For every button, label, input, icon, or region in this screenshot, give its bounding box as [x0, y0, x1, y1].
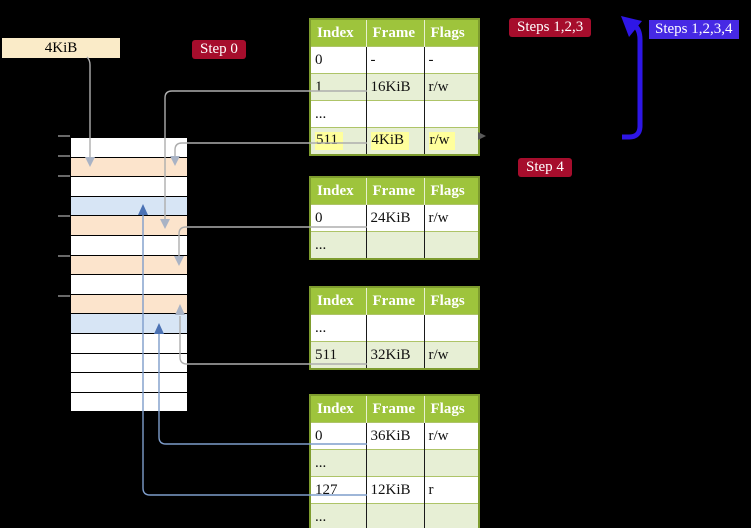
memory-frame-row-white: [70, 372, 188, 392]
table-row: ...: [310, 503, 479, 528]
big-loop-arrow: [622, 22, 643, 140]
table-row: ...: [310, 449, 479, 477]
cell-flags: [424, 100, 479, 128]
cell-frame: 4KiB: [366, 127, 425, 155]
cell-flags: -: [424, 46, 479, 74]
cell-flags: [424, 449, 479, 477]
column-header-flags: Flags: [424, 177, 479, 205]
column-header-frame: Frame: [366, 19, 425, 47]
cell-flags: r/w: [424, 204, 479, 232]
memory-frame-row-white: [70, 332, 188, 353]
memory-frame-row-orange: [70, 156, 188, 177]
step-0-label: Step 0: [192, 40, 246, 59]
cell-index: 127: [310, 476, 367, 504]
cell-frame: [366, 314, 425, 342]
cell-frame: [366, 503, 425, 528]
cell-index: 0: [310, 46, 367, 74]
cell-frame: [366, 231, 425, 259]
cell-index: ...: [310, 314, 367, 342]
column-header-index: Index: [310, 395, 367, 423]
cell-frame: 24KiB: [366, 204, 425, 232]
cell-flags: r/w: [424, 422, 479, 450]
cell-flags: r/w: [424, 127, 479, 155]
column-header-frame: Frame: [366, 177, 425, 205]
cell-index: ...: [310, 100, 367, 128]
column-header-index: Index: [310, 19, 367, 47]
cell-flags: [424, 503, 479, 528]
highlighted-value: 511: [315, 132, 343, 150]
cell-frame: 16KiB: [366, 73, 425, 101]
column-header-index: Index: [310, 287, 367, 315]
memory-frame-row-blue: [70, 195, 188, 216]
cell-flags: [424, 231, 479, 259]
column-header-flags: Flags: [424, 395, 479, 423]
memory-frame-row-white: [70, 391, 188, 413]
column-header-frame: Frame: [366, 395, 425, 423]
memory-tick-marks: [58, 135, 70, 297]
column-header-index: Index: [310, 177, 367, 205]
table-row: ...: [310, 314, 479, 342]
big-loop-arrowhead: [621, 16, 642, 37]
memory-frame-row-orange: [70, 293, 188, 314]
cell-index: 511: [310, 127, 367, 155]
memory-column: [70, 137, 188, 413]
cell-flags: r/w: [424, 341, 479, 369]
step-4-label: Step 4: [518, 158, 572, 177]
memory-frame-row-white: [70, 274, 188, 294]
highlighted-value: 4KiB: [370, 132, 410, 150]
cell-flags: r: [424, 476, 479, 504]
table-row: 0--: [310, 46, 479, 74]
memory-frame-row-orange: [70, 215, 188, 235]
cell-index: 0: [310, 204, 367, 232]
memory-frame-row-white: [70, 234, 188, 255]
cell-index: ...: [310, 449, 367, 477]
memory-frame-row-orange: [70, 254, 188, 275]
cell-index: 1: [310, 73, 367, 101]
memory-frame-row-white: [70, 176, 188, 196]
cell-frame: -: [366, 46, 425, 74]
page-size-label: 4KiB: [2, 38, 120, 58]
cell-index: ...: [310, 503, 367, 528]
column-header-flags: Flags: [424, 287, 479, 315]
column-header-frame: Frame: [366, 287, 425, 315]
cell-index: 0: [310, 422, 367, 450]
table-row: ...: [310, 231, 479, 259]
cell-index: ...: [310, 231, 367, 259]
memory-frame-row-white: [70, 137, 188, 157]
cell-flags: r/w: [424, 73, 479, 101]
cell-frame: 12KiB: [366, 476, 425, 504]
table-row: ...: [310, 100, 479, 128]
steps-1234-label: Steps 1,2,3,4: [649, 20, 739, 39]
cell-frame: [366, 100, 425, 128]
table-row: 511 4KiB r/w: [310, 127, 479, 155]
cell-frame: 36KiB: [366, 422, 425, 450]
steps-123-label: Steps 1,2,3: [509, 18, 592, 37]
cell-frame: [366, 449, 425, 477]
memory-frame-row-blue: [70, 313, 188, 333]
cell-index: 511: [310, 341, 367, 369]
highlighted-value: r/w: [428, 132, 455, 150]
memory-frame-row-white: [70, 352, 188, 373]
column-header-flags: Flags: [424, 19, 479, 47]
cell-frame: 32KiB: [366, 341, 425, 369]
cell-flags: [424, 314, 479, 342]
